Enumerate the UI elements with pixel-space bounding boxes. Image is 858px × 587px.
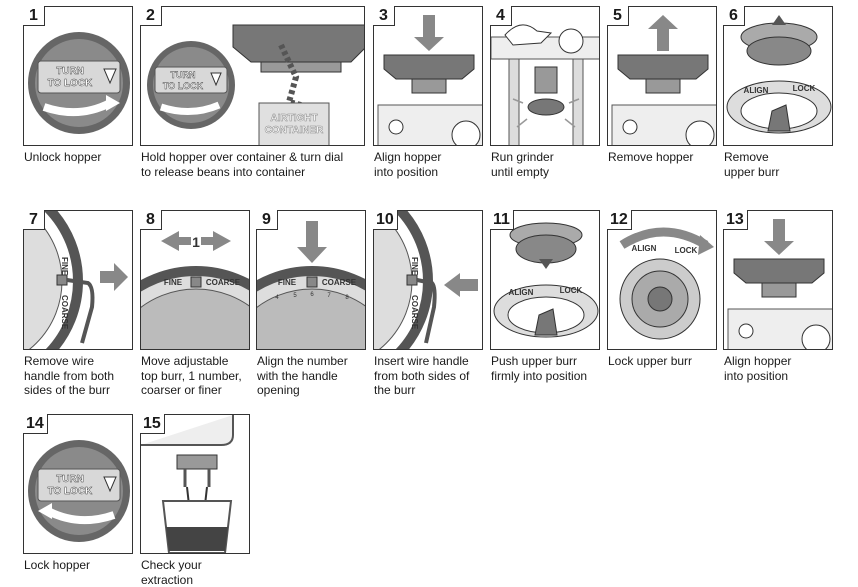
step-3-panel (373, 6, 483, 146)
fine-label: FINE (60, 257, 69, 276)
dial-text-line2: TO LOCK (163, 81, 204, 91)
step-13-number: 13 (723, 210, 748, 230)
dial-lock-illustration: TURN TO LOCK (28, 440, 130, 542)
coarse-label: COARSE (60, 295, 69, 330)
step-1-panel: TURN TO LOCK (23, 6, 133, 146)
step-9-caption: Align the number with the handle opening (257, 354, 348, 397)
step-4-panel (490, 6, 600, 146)
step-4-number: 4 (490, 6, 512, 26)
step-9-number: 9 (256, 210, 278, 230)
remove-upper-burr-illustration: ALIGN LOCK (726, 15, 832, 134)
align-hopper-illustration (377, 15, 482, 145)
step-2-caption: Hold hopper over container & turn dial t… (141, 150, 344, 179)
step-6-number: 6 (723, 6, 745, 26)
step-7-number: 7 (23, 210, 45, 230)
step-2-number: 2 (140, 6, 162, 26)
container-text-line1: AIRTIGHT (270, 113, 317, 124)
step-8-caption: Move adjustable top burr, 1 number, coar… (141, 354, 242, 397)
step-4-caption: Run grinder until empty (491, 150, 554, 179)
dial-text-line2: TO LOCK (48, 78, 94, 89)
dial-text-line1: TURN (56, 474, 84, 485)
insert-wire-handle-illustration: FINE COARSE (374, 211, 478, 349)
align-label: ALIGN (509, 288, 534, 297)
step-14-panel: TURN TO LOCK (23, 414, 133, 554)
step-11-number: 11 (490, 210, 514, 230)
step-5-number: 5 (607, 6, 629, 26)
step-12-panel: ALIGN LOCK (607, 210, 717, 350)
fine-label: FINE (410, 257, 419, 276)
step-3-number: 3 (373, 6, 395, 26)
step-11-caption: Push upper burr firmly into position (491, 354, 588, 383)
step-1-caption: Unlock hopper (24, 150, 102, 164)
dial-text-line2: TO LOCK (48, 486, 94, 497)
adjust-top-burr-illustration: 1 FINE COARSE (141, 231, 249, 349)
lock-label: LOCK (560, 286, 583, 295)
step-6-caption: Remove upper burr (724, 150, 780, 179)
step-14-number: 14 (23, 414, 48, 434)
scale-number: 6 (310, 292, 314, 298)
step-15-panel (140, 414, 250, 554)
step-12-number: 12 (607, 210, 632, 230)
step-1-number: 1 (23, 6, 45, 26)
fine-label: FINE (164, 278, 183, 287)
hopper-over-container-illustration: TURN TO LOCK AIRTIGHT CONTAINER (147, 24, 364, 145)
step-13-panel (723, 210, 833, 350)
lock-upper-burr-illustration: ALIGN LOCK (619, 227, 714, 340)
scale-number: 8 (345, 295, 349, 301)
dial-unlock-illustration: TURN TO LOCK (28, 32, 130, 134)
align-number-illustration: FINE COARSE 4 5 6 7 8 (257, 221, 365, 349)
scale-number: 4 (275, 295, 279, 301)
check-extraction-illustration (141, 415, 234, 553)
fine-label: FINE (278, 278, 297, 287)
step-7-panel: FINE COARSE (23, 210, 133, 350)
run-grinder-illustration (491, 24, 599, 145)
one-number-label: 1 (192, 234, 200, 250)
step-15-caption: Check your extraction (141, 558, 202, 587)
scale-number: 7 (327, 293, 331, 299)
step-5-panel (607, 6, 717, 146)
coarse-label: COARSE (322, 278, 357, 287)
step-10-caption: Insert wire handle from both sides of th… (374, 354, 470, 397)
remove-wire-handle-illustration: FINE COARSE (24, 211, 128, 349)
step-5-caption: Remove hopper (608, 150, 694, 164)
step-10-number: 10 (373, 210, 398, 230)
coarse-label: COARSE (410, 295, 419, 330)
scale-number: 5 (293, 293, 297, 299)
align-label: ALIGN (632, 244, 657, 253)
step-8-number: 8 (140, 210, 162, 230)
step-3-caption: Align hopper into position (374, 150, 442, 179)
step-6-panel: ALIGN LOCK (723, 6, 833, 146)
lock-label: LOCK (793, 84, 816, 93)
lock-label: LOCK (675, 246, 698, 255)
step-13-caption: Align hopper into position (724, 354, 792, 383)
step-9-panel: FINE COARSE 4 5 6 7 8 (256, 210, 366, 350)
step-7-caption: Remove wire handle from both sides of th… (24, 354, 115, 397)
dial-text-line1: TURN (56, 66, 84, 77)
step-15-number: 15 (140, 414, 165, 434)
align-hopper-illustration (727, 219, 832, 349)
coarse-label: COARSE (206, 278, 241, 287)
step-14-caption: Lock hopper (24, 558, 91, 572)
dial-text-line1: TURN (171, 70, 196, 80)
remove-hopper-illustration (611, 15, 716, 145)
push-upper-burr-illustration: ALIGN LOCK (493, 222, 599, 338)
step-8-panel: 1 FINE COARSE (140, 210, 250, 350)
step-12-caption: Lock upper burr (608, 354, 693, 368)
step-10-panel: FINE COARSE (373, 210, 483, 350)
step-11-panel: ALIGN LOCK (490, 210, 600, 350)
container-text-line2: CONTAINER (265, 125, 324, 136)
step-2-panel: TURN TO LOCK AIRTIGHT CONTAINER (140, 6, 365, 146)
align-label: ALIGN (744, 86, 769, 95)
